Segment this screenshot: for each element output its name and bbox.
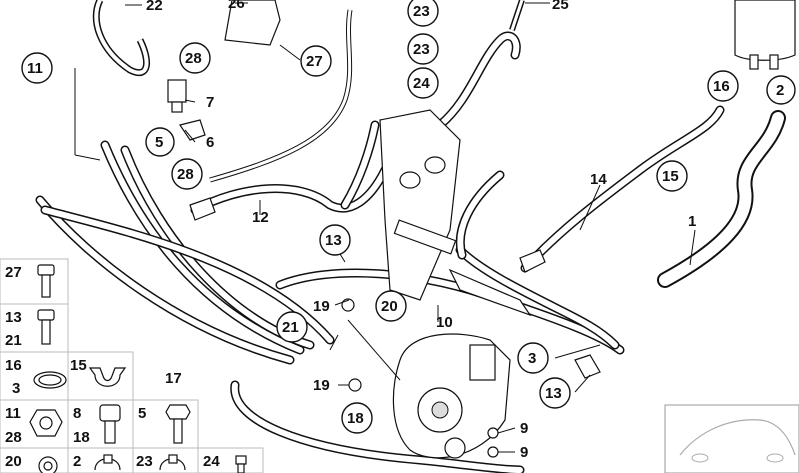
svg-text:5: 5 xyxy=(155,134,163,151)
svg-text:20: 20 xyxy=(381,298,398,315)
callout-17: 17 xyxy=(165,370,182,387)
callout-16: 16 xyxy=(707,70,739,102)
power-steering-pump xyxy=(392,333,511,459)
callout-11: 11 xyxy=(21,52,53,84)
callout-28-top: 28 xyxy=(179,42,211,74)
callout-2: 2 xyxy=(766,75,796,105)
svg-text:11: 11 xyxy=(5,405,21,422)
thin-lines xyxy=(92,0,525,183)
svg-text:7: 7 xyxy=(206,94,214,111)
seal-ring-icon xyxy=(38,456,58,473)
svg-text:28: 28 xyxy=(177,166,194,183)
svg-text:5: 5 xyxy=(138,405,146,422)
callout-28: 28 xyxy=(171,158,203,190)
svg-text:19: 19 xyxy=(313,298,330,315)
bolt-icon xyxy=(37,309,55,345)
callout-7: 7 xyxy=(206,94,214,111)
callout-5: 5 xyxy=(145,127,175,157)
svg-text:19: 19 xyxy=(313,377,330,394)
callout-12: 12 xyxy=(252,209,269,226)
svg-text:2: 2 xyxy=(776,82,784,99)
svg-text:9: 9 xyxy=(520,444,528,461)
bracket-26 xyxy=(224,0,281,46)
callout-10: 10 xyxy=(436,314,453,331)
callout-15: 15 xyxy=(656,160,688,192)
svg-text:24: 24 xyxy=(413,75,430,92)
svg-text:27: 27 xyxy=(5,264,22,281)
callout-19-top: 19 xyxy=(313,298,330,315)
svg-text:17: 17 xyxy=(165,370,182,387)
svg-text:28: 28 xyxy=(5,429,22,446)
svg-text:6: 6 xyxy=(206,134,214,151)
svg-text:27: 27 xyxy=(306,53,323,70)
callout-25: 25 xyxy=(552,0,569,13)
svg-text:12: 12 xyxy=(252,209,269,226)
callout-23: 23 xyxy=(407,33,439,65)
callout-23-top: 23 xyxy=(407,0,439,27)
svg-text:16: 16 xyxy=(713,78,730,95)
callout-19-bottom: 19 xyxy=(313,377,330,394)
svg-text:26: 26 xyxy=(228,0,245,12)
leader-lines xyxy=(74,2,696,453)
hose-clip-icon xyxy=(88,367,127,387)
svg-text:9: 9 xyxy=(520,420,528,437)
svg-text:22: 22 xyxy=(146,0,163,14)
callout-14: 14 xyxy=(590,171,607,188)
svg-text:16: 16 xyxy=(5,357,22,374)
svg-text:18: 18 xyxy=(347,410,364,427)
callout-9-top: 9 xyxy=(520,420,528,437)
svg-text:24: 24 xyxy=(203,453,220,470)
callout-13-mid: 13 xyxy=(319,224,351,256)
hex-nut-icon xyxy=(29,409,63,437)
svg-text:18: 18 xyxy=(73,429,90,446)
bolt-icon xyxy=(37,264,55,298)
callout-22: 22 xyxy=(146,0,163,14)
svg-text:2: 2 xyxy=(73,453,81,470)
callout-9-bottom: 9 xyxy=(520,444,528,461)
callout-26: 26 xyxy=(228,0,245,12)
callout-20: 20 xyxy=(375,290,407,322)
callout-18: 18 xyxy=(341,402,373,434)
svg-text:11: 11 xyxy=(27,60,43,77)
steering-rack xyxy=(379,109,532,317)
svg-text:23: 23 xyxy=(136,453,153,470)
hardware-legend: 27 13 21 16 3 15 11 28 8 18 xyxy=(0,258,264,473)
hose-clamp-icon xyxy=(33,371,67,389)
svg-text:8: 8 xyxy=(73,405,81,422)
clamp-icon xyxy=(159,454,186,471)
svg-text:23: 23 xyxy=(413,3,430,20)
svg-text:10: 10 xyxy=(436,314,453,331)
callout-24: 24 xyxy=(407,67,439,99)
svg-text:1: 1 xyxy=(688,213,696,230)
svg-text:13: 13 xyxy=(5,309,22,326)
bolt-icon xyxy=(235,455,247,473)
banjo-bolt-icon xyxy=(99,404,121,444)
svg-text:23: 23 xyxy=(413,41,430,58)
svg-text:21: 21 xyxy=(282,319,299,336)
svg-text:15: 15 xyxy=(70,357,87,374)
callout-21: 21 xyxy=(276,311,308,343)
hose-lines xyxy=(35,31,786,473)
svg-text:3: 3 xyxy=(528,350,536,367)
svg-text:13: 13 xyxy=(325,232,342,249)
svg-text:28: 28 xyxy=(185,50,202,67)
svg-text:15: 15 xyxy=(662,168,679,185)
callout-13-right: 13 xyxy=(539,377,571,409)
svg-text:21: 21 xyxy=(5,332,22,349)
callout-1: 1 xyxy=(688,213,696,230)
svg-text:13: 13 xyxy=(545,385,562,402)
svg-text:20: 20 xyxy=(5,453,22,470)
svg-text:14: 14 xyxy=(590,171,607,188)
car-silhouette xyxy=(664,404,799,473)
callout-27: 27 xyxy=(300,45,332,77)
svg-text:3: 3 xyxy=(12,380,20,397)
small-parts xyxy=(167,79,601,458)
callout-6: 6 xyxy=(206,134,214,151)
callout-3: 3 xyxy=(517,342,549,374)
reservoir xyxy=(734,0,796,70)
svg-text:25: 25 xyxy=(552,0,569,13)
bolt-icon xyxy=(165,404,191,444)
clamp-icon xyxy=(94,454,121,471)
